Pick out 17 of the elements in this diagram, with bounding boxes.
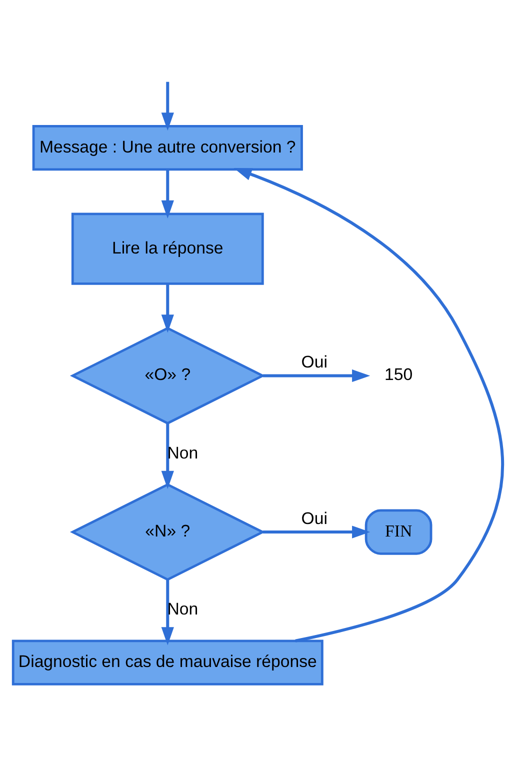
node-box: Lire la réponse: [71, 212, 264, 284]
arrow: [262, 525, 370, 538]
arrow: [161, 423, 174, 488]
edge-label: Oui: [301, 508, 328, 528]
node-text: 150: [384, 364, 413, 384]
arrow: [161, 169, 174, 218]
edge-label: Oui: [301, 352, 328, 372]
node-diamond: «O» ?: [70, 326, 266, 424]
arrow: [161, 283, 174, 332]
arrow: [234, 168, 504, 642]
arrow: [262, 368, 370, 382]
node-box: Message : Une autre conversion ?: [32, 124, 303, 170]
arrow: [161, 81, 174, 130]
node-diamond: «N» ?: [70, 482, 266, 580]
node-box: Diagnostic en cas de mauvaise réponse: [12, 639, 324, 685]
arrow: [161, 579, 174, 645]
node-box: FIN: [364, 508, 432, 554]
